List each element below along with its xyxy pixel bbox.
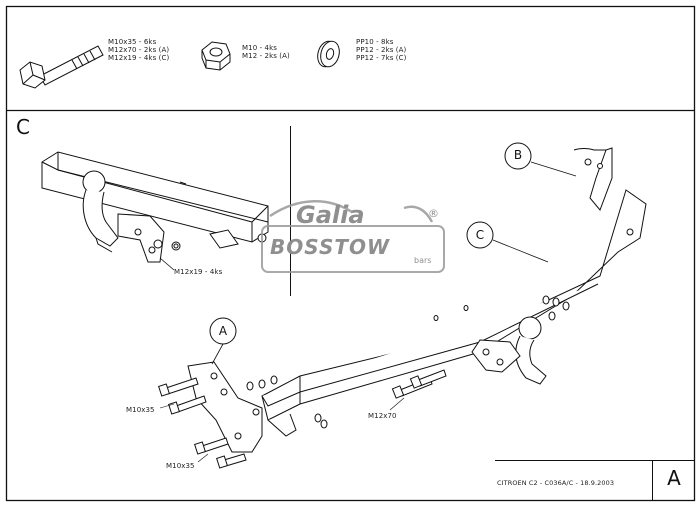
label-m10-lower: M10x35: [166, 462, 195, 470]
callout-a-leader: [211, 343, 224, 365]
callout-c-leader: [492, 239, 549, 263]
panel-callout-label: M12x19 - 4ks: [174, 268, 223, 276]
drawing-caption: CITROEN C2 - C036A/C - 18.9.2003: [497, 479, 615, 487]
panel-c-assembly: [41, 151, 269, 263]
label-m10-lower-leader: [197, 453, 209, 463]
watermark-logo: [261, 200, 445, 273]
bolts-spec-line-2: M12x70 - 2ks (A): [108, 46, 170, 54]
label-m10-upper: M10x35: [126, 406, 155, 414]
watermark-registered-mark: ®: [428, 207, 439, 220]
callout-c-label: C: [475, 228, 485, 242]
washers-spec-line-2: PP12 - 2ks (A): [356, 46, 407, 54]
label-m12-leader: [389, 397, 405, 411]
label-m12: M12x70: [368, 412, 397, 420]
washers-spec-line-3: PP12 - 7ks (C): [356, 54, 407, 62]
panel-letter: C: [16, 115, 30, 139]
bolts-spec-line-3: M12x19 - 4ks (C): [108, 54, 170, 62]
label-m10-upper-leader: [159, 403, 175, 409]
main-assembly: [187, 147, 647, 453]
bolts-spec-line-1: M10x35 - 6ks: [108, 38, 157, 46]
callout-b-label: B: [513, 148, 523, 162]
sheet-border: [5, 5, 696, 502]
nuts-spec: M10 - 4ks M12 - 2ks (A): [242, 44, 290, 60]
washers-spec-line-1: PP10 - 8ks: [356, 38, 394, 46]
bolt-icon: [19, 45, 104, 89]
loose-hardware: [158, 295, 570, 469]
watermark-subtext: bars: [414, 256, 432, 265]
nuts-spec-line-2: M12 - 2ks (A): [242, 52, 290, 60]
callout-b-circle: [504, 142, 532, 170]
watermark-text: BOSSTOW: [270, 235, 391, 259]
callout-b-leader: [530, 161, 577, 177]
panel-callout-leader: [159, 257, 175, 271]
bolts-spec: M10x35 - 6ks M12x70 - 2ks (A) M12x19 - 4…: [108, 38, 169, 62]
callout-a-label: A: [218, 324, 228, 338]
washers-spec: PP10 - 8ks PP12 - 2ks (A) PP12 - 7ks (C): [356, 38, 406, 62]
watermark-brand: Galia: [296, 201, 365, 229]
nuts-spec-line-1: M10 - 4ks: [242, 44, 277, 52]
sheet-letter: A: [667, 466, 681, 490]
washer-icon: [317, 40, 340, 68]
nut-icon: [201, 41, 231, 71]
callout-c-circle: [466, 221, 494, 249]
